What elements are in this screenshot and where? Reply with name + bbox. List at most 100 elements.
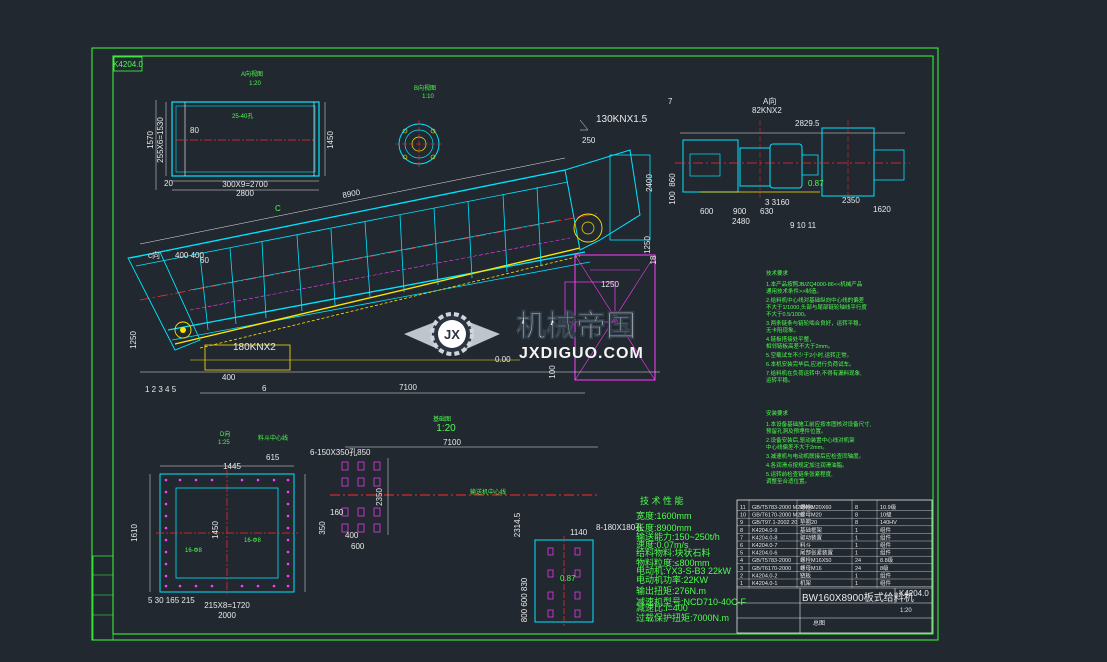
dim-1250-base: 1250 <box>601 280 619 289</box>
bom-cell: GB/T5783-2000 <box>752 558 791 564</box>
dim-foundation-2314: 2314.5 <box>513 512 522 537</box>
dim-foundation-400: 400 <box>345 531 359 540</box>
tech-perf-line-5: 物料粒度:≤800mm <box>636 557 709 568</box>
dim-250: 250 <box>582 136 596 145</box>
dim-80: 80 <box>190 126 199 135</box>
dim-1445: 1445 <box>223 462 241 471</box>
tech-perf-line-1: 长度:8900mm <box>636 522 692 533</box>
foundation-level-087: 0.87 <box>560 574 576 583</box>
dim-630: 630 <box>760 207 774 216</box>
bom-cell: K4204.0-1 <box>752 581 777 587</box>
bom-cell: 1 <box>855 573 858 579</box>
drawing-inner-border <box>112 55 934 635</box>
bom-cell: 组件 <box>880 533 892 541</box>
sheet-label: 总图 <box>813 619 825 627</box>
watermark: JX 机械帝国 JXDIGUO.COM <box>404 309 643 362</box>
dim-20: 20 <box>164 179 173 188</box>
bom-cell: GB/T6170-2000 <box>752 566 791 572</box>
dim-5-30: 5 30 165 215 <box>148 596 195 605</box>
callout-7: 7 <box>668 97 673 106</box>
dim-860: 860 <box>668 173 677 187</box>
section-a-view: A向视图 1:20 255X6=1530 1570 1450 80 20 300… <box>146 70 335 198</box>
dim-615: 615 <box>266 453 280 462</box>
callout-9-10-11: 9 10 11 <box>790 221 817 230</box>
bom-cell: 组件 <box>880 571 892 579</box>
bom-cell: 10.9级 <box>880 503 897 511</box>
install-line-2: 2.设备安装后,驱动装置中心线对机架 <box>766 436 855 444</box>
bom-cell: 1 <box>855 528 858 534</box>
drawing-outer-border <box>91 47 939 641</box>
callout-82kn: 82KNX2 <box>752 106 782 115</box>
bom-cell: K4204.0-6 <box>752 551 777 557</box>
bottom-view: D向 1:25 料斗中心线 1445 615 1450 1610 215X8=1… <box>130 430 306 620</box>
bom-cell: 7 <box>740 535 743 541</box>
drawing-title: BW160X8900板式给料机 <box>802 591 914 604</box>
install-line-5: 4.各润滑点按规定加注润滑油脂。 <box>766 461 848 469</box>
scale-text: 1:20 <box>900 608 912 614</box>
bom-cell: 24 <box>855 558 861 564</box>
tech-performance: 技 术 性 能 宽度:1600mm 长度:8900mm 输送能力:150~250… <box>636 495 747 623</box>
dim-900: 900 <box>733 207 747 216</box>
install-line-1: 预留孔洞及预埋件位置。 <box>766 427 827 435</box>
dim-foundation-160: 160 <box>330 508 344 517</box>
bom-cell: GB/T5783-2000 M20X60 <box>752 505 813 511</box>
bom-cell: 10 <box>740 513 746 519</box>
section-a-scale: 1:20 <box>249 81 261 87</box>
bom-cell: 螺栓M20X60 <box>800 503 832 511</box>
drawing-code-box: K4204.0 <box>113 56 143 72</box>
section-b-view: B向视图 1:10 <box>395 84 443 168</box>
watermark-cn: 机械帝国 <box>516 309 636 343</box>
tech-req-line-3: 不大于1/1000,头部与尾部链轮轴线平行度 <box>766 303 867 311</box>
bom-cell: 5 <box>740 551 743 557</box>
bom-cell: 螺母M16 <box>800 564 822 572</box>
dim-7100: 7100 <box>399 383 417 392</box>
bom-cell: 8级 <box>880 564 889 572</box>
dim-100: 100 <box>548 365 557 379</box>
bom-cell: 8 <box>740 528 743 534</box>
tech-req-line-4: 不大于0.5/1000。 <box>766 310 809 318</box>
bom-cell: 组件 <box>880 549 892 557</box>
holes-8-180: 8-180X180孔 <box>596 523 643 532</box>
bottom-hole-label-right: 16-Φ8 <box>244 538 261 544</box>
main-conveyor-view: 8900 7100 C 400 400 60 400 1250 100 1250… <box>127 114 660 394</box>
bom-cell: 组件 <box>880 579 892 587</box>
dim-foundation-600: 600 <box>351 542 365 551</box>
bom-cell: 1 <box>855 581 858 587</box>
holes-6-150: 6-150X350孔850 <box>310 448 371 457</box>
bom-cell: 1 <box>855 535 858 541</box>
callout-180kn: 180KNX2 <box>233 342 276 353</box>
part-callout-6: 6 <box>262 384 267 393</box>
bom-cell: 3 <box>740 566 743 572</box>
bom-cell: 8 <box>855 520 858 526</box>
bom-cell: 尾部张紧装置 <box>800 549 834 557</box>
tech-perf-line-2: 输送能力:150~250t/h <box>636 531 720 542</box>
level-000: 0.00 <box>495 355 511 364</box>
dim-1450: 1450 <box>326 131 335 149</box>
bom-cell: 8 <box>855 513 858 519</box>
tech-req-line-1: 通用技术条件>>制造。 <box>766 287 822 295</box>
bottom-view-label: D向 <box>220 430 230 438</box>
bottom-view-note: 料斗中心线 <box>258 434 288 442</box>
bom-cell: 驱动装置 <box>800 533 823 541</box>
tech-req-line-2: 2.给料机中心线对基础纵向中心线的偏差 <box>766 296 865 304</box>
dim-2800: 2800 <box>236 189 254 198</box>
section-b-label: B向视图 <box>414 84 436 92</box>
foundation-scale: 1:20 <box>436 423 456 434</box>
dim-foundation-7100: 7100 <box>443 438 461 447</box>
drive-unit-view: A向 82KNX2 7 2829.5 600 900 630 2480 2350… <box>668 96 910 230</box>
bom-cell: K4204.0-8 <box>752 535 777 541</box>
tech-req-line-11: 7.给料机在负荷运转中,不得有漏料现象, <box>766 369 862 377</box>
dim-600: 600 <box>700 207 714 216</box>
callout-a-direction: A向 <box>763 96 776 106</box>
dim-1530: 255X6=1530 <box>156 117 165 163</box>
tech-req-line-0: 1.本产品按照JB/ZQ4000-86<<机械产品 <box>766 280 863 288</box>
dim-2400: 2400 <box>645 174 654 192</box>
bom-cell: 基础框架 <box>800 526 823 534</box>
dim-1570: 1570 <box>146 131 155 149</box>
tech-perf-line-4: 给料物料:块状石料 <box>636 547 711 558</box>
install-line-3: 中心线偏差不大于2mm。 <box>766 443 828 451</box>
dim-100-drive: 100 <box>668 191 677 205</box>
foundation-label: 基础图 <box>433 415 451 423</box>
part-callouts: 1 2 3 4 5 <box>145 385 177 394</box>
install-line-6: 5.运转前检查链条张紧程度, <box>766 470 833 478</box>
